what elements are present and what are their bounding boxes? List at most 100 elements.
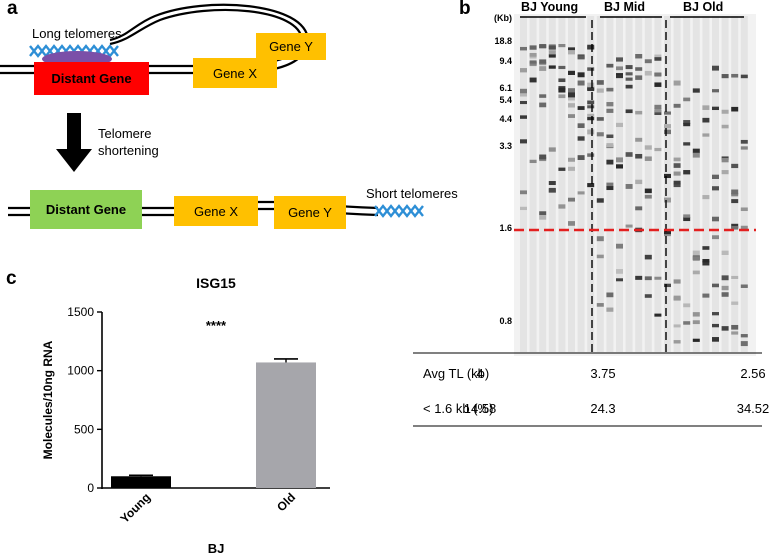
gel-lane [558, 16, 566, 352]
panel-b-label: b [459, 0, 471, 19]
gel-band [568, 157, 575, 162]
gel-band [616, 157, 623, 163]
gel-band [731, 331, 739, 335]
gel-band [548, 50, 556, 56]
gel-band [520, 206, 527, 211]
arrow-label-line2: shortening [98, 143, 159, 158]
table-cell: 4 [476, 366, 484, 381]
gel-band [731, 226, 739, 230]
gel-band [740, 341, 748, 347]
gel-band [548, 47, 556, 52]
gel-band [635, 54, 643, 59]
gel-band [664, 283, 671, 288]
gel-band [606, 292, 614, 298]
gel-band [721, 250, 729, 255]
gel-band [558, 94, 566, 99]
gel-band [529, 60, 537, 64]
gel-band [644, 188, 652, 194]
gel-band [568, 88, 575, 93]
gel-band [520, 100, 527, 105]
gel-band [616, 243, 623, 249]
gel-band [692, 312, 700, 317]
gel-band [568, 70, 575, 75]
gel-band [616, 164, 623, 169]
gel-band [587, 87, 595, 91]
gel-band [712, 216, 719, 222]
gel-band [568, 197, 575, 202]
bar [111, 476, 171, 488]
gel-band [740, 146, 748, 150]
gel-band [731, 324, 739, 330]
gel-band [654, 54, 662, 59]
gel-band [558, 167, 566, 171]
gel-band [558, 44, 566, 48]
gel-band [539, 154, 547, 160]
gel-band [683, 303, 691, 308]
arrow-label-line1: Telomere [98, 126, 152, 141]
gel-band [712, 174, 719, 179]
gel-band [654, 72, 662, 76]
shortening-arrow-head [56, 149, 92, 172]
gel-band [529, 52, 537, 57]
gel-lane [692, 16, 700, 352]
gel-band [721, 275, 729, 281]
gel-band [712, 235, 719, 240]
gel-band [568, 103, 575, 108]
gene-y-label-2: Gene Y [288, 205, 332, 220]
gel-band [654, 147, 662, 152]
table-cell: 24.3 [590, 401, 616, 416]
gel-band [673, 180, 681, 185]
gel-band [721, 292, 729, 297]
gel-band [654, 82, 662, 87]
gel-band [683, 170, 691, 175]
gel-band [548, 181, 556, 186]
gel-band [731, 189, 739, 195]
gel-band [568, 221, 575, 226]
table-cell: 3.75 [590, 366, 616, 381]
gel-band [625, 77, 633, 81]
gel-band [558, 65, 566, 70]
gel-band [606, 134, 614, 138]
gel-band [721, 74, 729, 79]
gel-band [568, 47, 575, 51]
gel-band [740, 284, 748, 288]
gel-lane [625, 16, 633, 352]
gel-band [702, 293, 710, 298]
gel-band [712, 65, 719, 71]
gel-band [712, 89, 719, 93]
gel-band [529, 61, 537, 66]
gel-band [673, 324, 681, 328]
chart-title: ISG15 [196, 275, 236, 291]
gel-band [712, 337, 719, 342]
gel-band [625, 72, 633, 76]
gel-lane [721, 16, 729, 352]
gel-band [673, 157, 681, 162]
table-row-label: < 1.6 kb (%) [423, 401, 494, 416]
gel-band [654, 276, 662, 280]
gel-band [625, 65, 633, 70]
gel-band [529, 77, 537, 83]
gel-band [539, 59, 547, 64]
gene-x-box-bottom: Gene X [174, 196, 258, 226]
gel-band [731, 163, 739, 169]
gel-band [548, 54, 556, 58]
gel-band [558, 204, 566, 209]
gel-band [606, 63, 614, 68]
arrow-label: Telomere shortening [98, 125, 159, 159]
gel-band [587, 105, 595, 109]
gel-band [635, 275, 643, 280]
gel-band [683, 142, 691, 146]
gel-lane [712, 16, 719, 352]
gel-band [577, 106, 585, 110]
gel-band [692, 88, 700, 93]
gel-band [596, 80, 604, 85]
gel-band [740, 207, 748, 212]
gene-x-box-top: Gene X [193, 58, 277, 88]
gel-band [702, 195, 710, 200]
x-tick-label: Young [117, 490, 153, 526]
kb-label: 6.1 [499, 83, 512, 93]
gene-y-label: Gene Y [269, 39, 313, 54]
gel-band [692, 152, 700, 158]
gel-band [702, 105, 710, 110]
gel-band [664, 173, 671, 179]
